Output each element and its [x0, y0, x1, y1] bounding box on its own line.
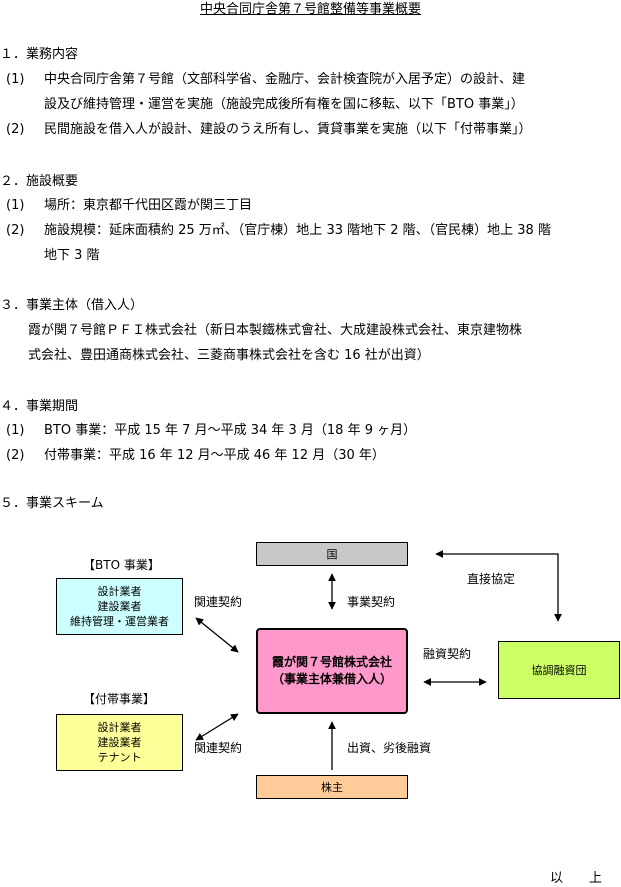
s2-item2-line1: 施設規模：延床面積約 25 万㎡、（官庁棟）地上 33 階地下 2 階、（官民棟… [44, 223, 551, 238]
bto-builder: 建設業者 [97, 600, 142, 613]
futai-designer: 設計業者 [97, 721, 142, 734]
futai-tenant: テナント [97, 751, 142, 764]
s4-item2-number: (2) [6, 448, 25, 463]
box-bto-contractors: 設計業者 建設業者 維持管理・運営業者 [56, 578, 183, 635]
label-related-contract-bottom: 関連契約 [194, 741, 243, 755]
bto-label: 【BTO 事業】 [83, 558, 160, 572]
s1-item2-number: (2) [6, 122, 25, 137]
box-shareholders: 株主 [256, 775, 408, 799]
section-5-heading: ５．事業スキーム [0, 496, 104, 511]
box-lenders: 協調融資団 [498, 641, 620, 699]
label-investment: 出資、劣後融資 [347, 741, 432, 755]
s4-item1-number: (1) [6, 423, 25, 438]
s3-line2: 式会社、豊田通商株式会社、三菱商事株式会社を含む 16 社が出資） [28, 348, 430, 363]
s1-item1-line2: 設及び維持管理・運営を実施（施設完成後所有権を国に移転、以下「BTO 事業」） [44, 97, 524, 112]
s1-item1-line1: 中央合同庁舎第７号館（文部科学省、金融庁、会計検査院が入居予定）の設計、建 [44, 72, 526, 87]
s4-item1-line1: BTO 事業：平成 15 年 7 月～平成 34 年 3 月（18 年 9 ヶ月… [44, 423, 417, 438]
section-1-heading: １．業務内容 [0, 47, 79, 62]
s4-item2-line1: 付帯事業：平成 16 年 12 月～平成 46 年 12 月（30 年） [44, 448, 385, 463]
footer-end: 以 上 [550, 871, 603, 886]
box-country: 国 [256, 542, 408, 566]
label-related-contract-top: 関連契約 [194, 595, 243, 609]
arrow-direct-agreement [435, 550, 562, 622]
arrow-related-contract-futai [195, 713, 239, 741]
s2-item2-number: (2) [6, 223, 25, 238]
s1-item1-number: (1) [6, 72, 25, 87]
s2-item2-line2: 地下 3 階 [44, 248, 100, 263]
section-3-heading: ３．事業主体（借入人） [0, 298, 144, 313]
s1-item2-line1: 民間施設を借入人が設計、建設のうえ所有し、賃貸事業を実施（以下「付帯事業」） [44, 122, 532, 137]
futai-label: 【付帯事業】 [83, 692, 156, 706]
section-4-heading: ４．事業期間 [0, 399, 79, 414]
futai-builder: 建設業者 [97, 736, 142, 749]
label-direct-agreement: 直接協定 [467, 572, 516, 586]
label-loan-contract: 融資契約 [423, 647, 472, 661]
box-main-company: 霞が関７号館株式会社 （事業主体兼借入人） [256, 628, 408, 714]
bto-operator: 維持管理・運営業者 [70, 615, 169, 628]
arrow-related-contract-bto [195, 617, 239, 653]
s2-item1-number: (1) [6, 198, 25, 213]
s3-line1: 霞が関７号館ＰＦＩ株式会社（新日本製鐵株式會社、大成建設株式会社、東京建物株 [28, 323, 523, 338]
section-2-heading: ２．施設概要 [0, 174, 79, 189]
label-business-contract: 事業契約 [347, 595, 396, 609]
main-company-role: （事業主体兼借入人） [271, 672, 392, 686]
box-futai-contractors: 設計業者 建設業者 テナント [56, 714, 183, 771]
main-company-name: 霞が関７号館株式会社 [271, 655, 392, 669]
bto-designer: 設計業者 [97, 585, 142, 598]
s2-item1-line1: 場所：東京都千代田区霞が関三丁目 [44, 198, 253, 213]
document-title: 中央合同庁舎第７号館整備等事業概要 [199, 2, 421, 17]
